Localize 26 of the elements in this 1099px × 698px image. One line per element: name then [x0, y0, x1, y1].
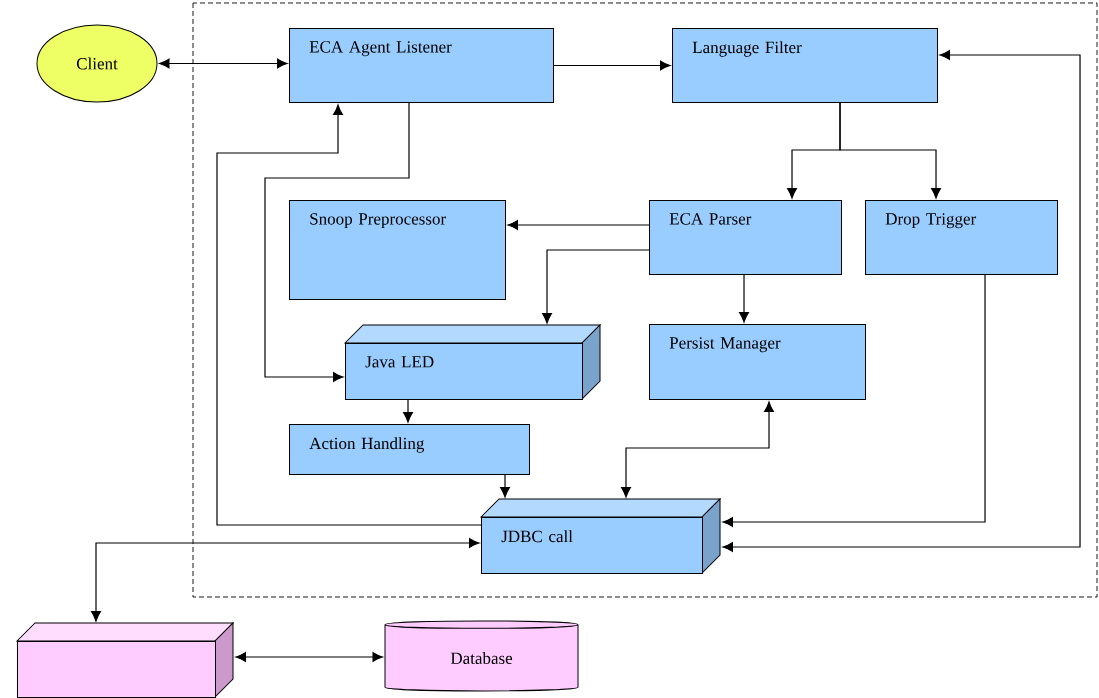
process-box: ECA Parser	[649, 200, 842, 275]
database-cylinder: Database	[384, 620, 579, 692]
arrow	[553, 60, 671, 71]
arrow	[839, 102, 941, 199]
component-block	[16, 622, 234, 698]
arrow	[542, 249, 650, 324]
arrow	[500, 474, 510, 498]
process-box: Drop Trigger	[865, 200, 1058, 275]
component-block: JDBC call	[480, 498, 721, 574]
arrow	[264, 102, 410, 382]
arrow	[722, 274, 986, 527]
arrow	[235, 652, 384, 662]
component-block: Java LED	[344, 324, 601, 400]
process-box: Language Filter	[672, 28, 938, 103]
process-box: ECA Agent Listener	[289, 28, 554, 103]
arrow	[216, 104, 482, 526]
process-box: Snoop Preprocessor	[289, 200, 506, 300]
arrow	[722, 50, 1081, 552]
arrow	[507, 220, 650, 230]
process-box: Persist Manager	[649, 324, 866, 400]
arrow	[158, 58, 288, 69]
process-box: Action Handling	[289, 424, 530, 475]
arrow	[91, 538, 480, 622]
arrow	[739, 274, 749, 323]
arrow	[621, 401, 774, 498]
arrow	[403, 399, 413, 423]
